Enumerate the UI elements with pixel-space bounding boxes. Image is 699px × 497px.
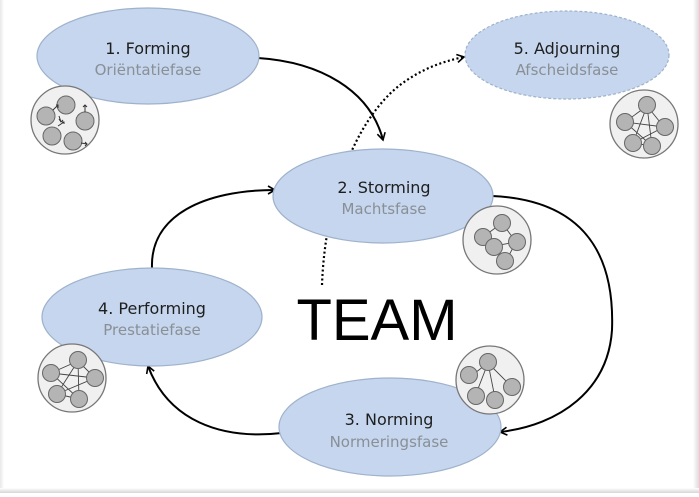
frame-edge-bottom xyxy=(0,488,699,493)
network-members-icon xyxy=(609,89,679,159)
network-members-icon xyxy=(37,343,107,413)
phase-performing-subtitle: Prestatiefase xyxy=(103,321,201,339)
arrow-storming-to-norming xyxy=(491,195,614,436)
scattered-members-icon xyxy=(30,85,100,155)
phase-forming-subtitle: Oriëntatiefase xyxy=(95,61,202,79)
phase-adjourning-bubble xyxy=(464,10,670,100)
phase-adjourning-subtitle: Afscheidsfase xyxy=(516,61,619,79)
arrow-forming-to-storming xyxy=(257,57,386,142)
phase-forming: 1. Forming Oriëntatiefase xyxy=(36,7,260,105)
conflict-members-icon xyxy=(462,205,532,275)
phase-forming-title: 1. Forming xyxy=(105,39,190,58)
frame-edge-left xyxy=(0,0,4,493)
phase-performing-title: 4. Performing xyxy=(98,299,206,318)
phase-storming-subtitle: Machtsfase xyxy=(341,200,426,218)
hierarchy-members-icon xyxy=(455,345,525,415)
arrow-norming-to-performing xyxy=(145,364,283,436)
phase-storming-title: 2. Storming xyxy=(337,178,430,197)
phase-norming: 3. Norming Normeringsfase xyxy=(278,377,502,477)
phase-forming-bubble xyxy=(36,7,260,105)
phase-adjourning: 5. Adjourning Afscheidsfase xyxy=(464,10,670,100)
phase-performing: 4. Performing Prestatiefase xyxy=(41,267,263,367)
arrow-performing-to-storming xyxy=(150,185,277,269)
phase-storming-bubble xyxy=(272,148,494,244)
phase-performing-bubble xyxy=(41,267,263,367)
frame-edge-right xyxy=(693,0,699,493)
team-label: TEAM xyxy=(296,288,457,353)
phase-adjourning-title: 5. Adjourning xyxy=(514,39,621,58)
phase-storming: 2. Storming Machtsfase xyxy=(272,148,494,244)
phase-norming-bubble xyxy=(278,377,502,477)
phase-norming-title: 3. Norming xyxy=(345,410,434,429)
phase-norming-subtitle: Normeringsfase xyxy=(330,433,449,451)
